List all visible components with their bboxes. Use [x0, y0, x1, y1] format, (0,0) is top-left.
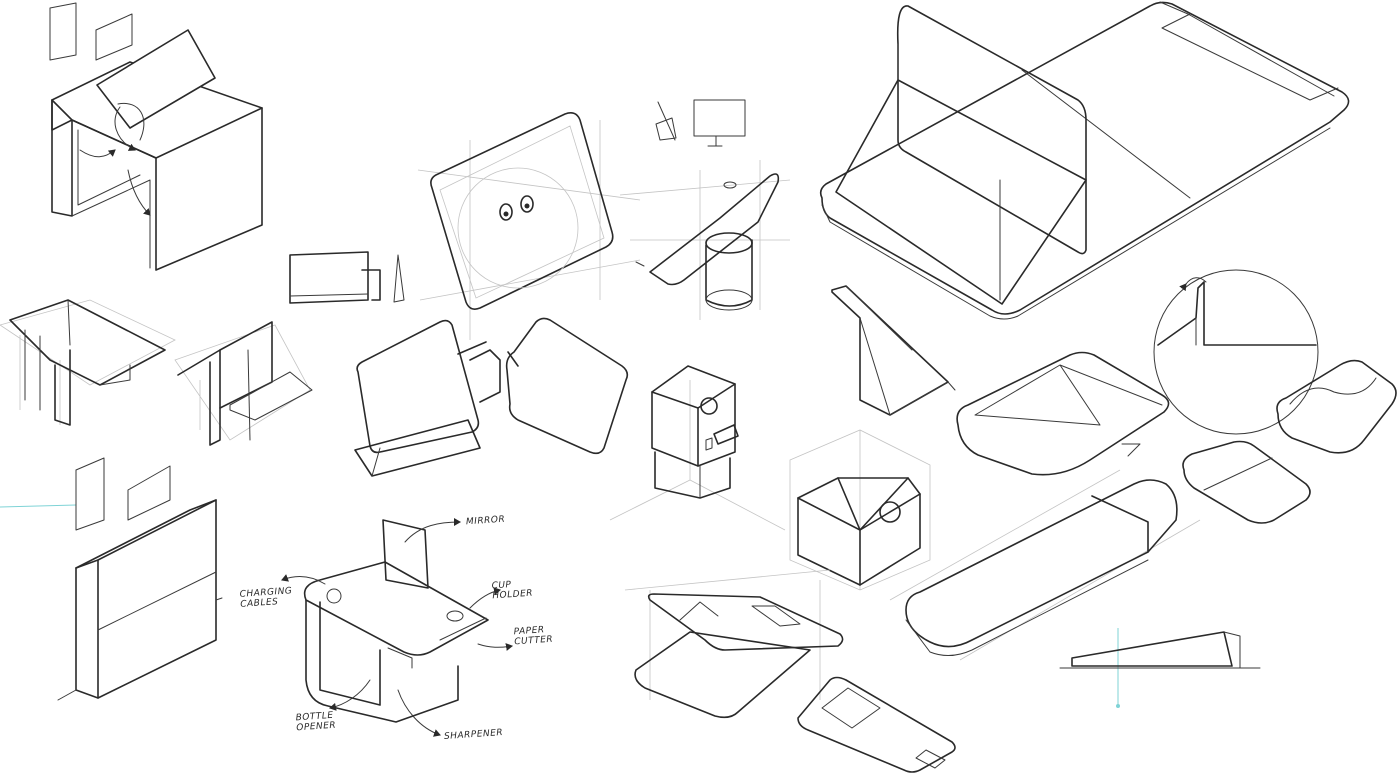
large-tray-sketch [819, 1, 1350, 320]
hex-block-sketch [789, 429, 931, 591]
flat-stand-sketch [624, 569, 956, 773]
charging-cables-label: CHARGING CABLES [239, 586, 293, 611]
pen-cup-stand-sketch [619, 99, 791, 320]
ramp-profile-sketch [1059, 628, 1261, 708]
clip-detail-sketch [289, 251, 405, 304]
bottle-opener-label: BOTTLE OPENER [295, 710, 337, 734]
folding-cabinet-sketch [49, 2, 263, 271]
tablet-dock-sketch [354, 317, 629, 477]
desk-table-sketches [0, 299, 313, 446]
folded-stand-sketch [831, 285, 956, 416]
paper-cutter-label: PAPER CUTTER [513, 625, 554, 648]
tablet-face-sketch [417, 112, 641, 340]
annotated-organizer-sketch [281, 518, 513, 737]
storage-block-sketch [0, 457, 223, 701]
sharpener-tower-sketch [609, 365, 786, 531]
cup-holder-label: CUP HOLDER [491, 580, 534, 602]
long-bar-sketch [889, 469, 1201, 661]
detail-circle-sketch [956, 269, 1397, 524]
